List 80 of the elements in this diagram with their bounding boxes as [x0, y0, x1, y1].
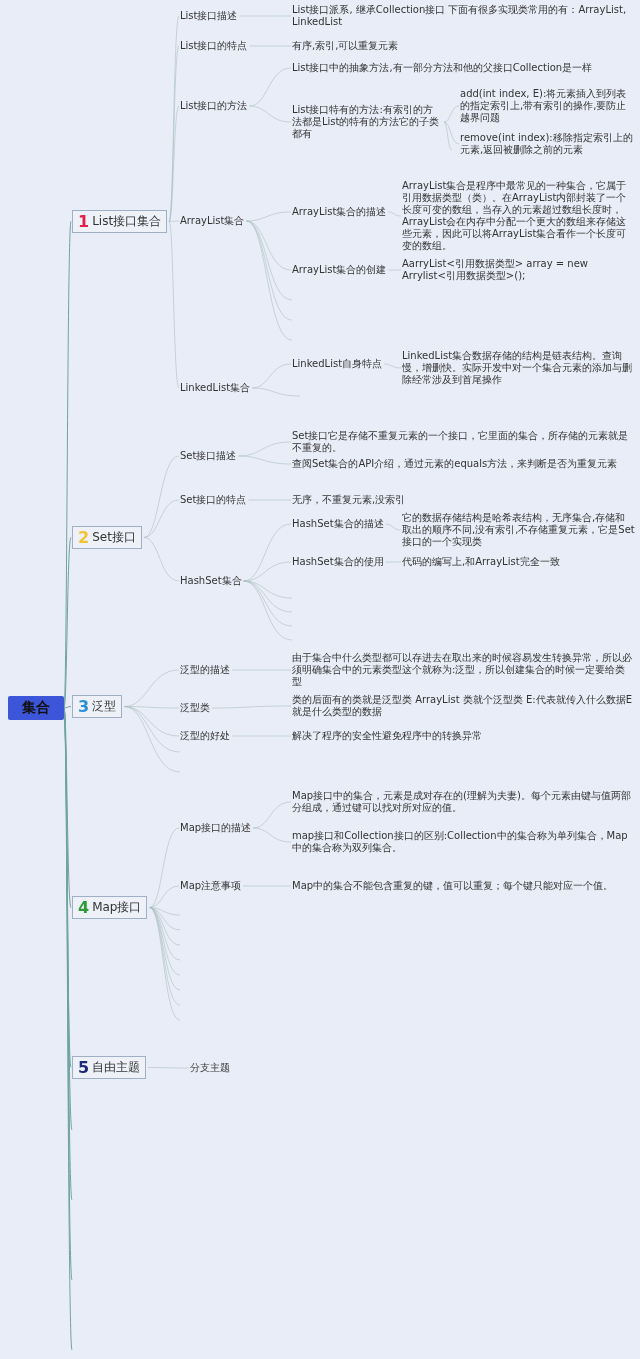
- branch-text: Set接口描述: [180, 450, 237, 462]
- branch-text: 分支主题: [190, 1062, 230, 1074]
- branch-text: 有序,索引,可以重复元素: [292, 40, 399, 52]
- branch-text: 泛型类: [180, 702, 210, 714]
- branch-text: List接口的特点: [180, 40, 248, 52]
- topic-number: 5: [78, 1059, 90, 1076]
- branch-text: 泛型的描述: [180, 664, 230, 676]
- topic-box: [72, 896, 148, 919]
- branch-text: 代码的编写上,和ArrayList完全一致: [402, 556, 560, 568]
- branch-text: 类的后面有的类就是泛型类 ArrayList 类就个泛型类 E:代表就传入什么数据E就是什么类型的数据: [292, 694, 635, 718]
- connector: [252, 801, 292, 829]
- branch-text: 解决了程序的安全性避免程序中的转换异常: [292, 730, 482, 742]
- branch-text: ArrayList集合的描述: [292, 206, 387, 218]
- root-box: 集合: [8, 696, 64, 720]
- branch-text: add(int index, E):将元素插入到列表的指定索引上,带有索引的操作,要防止越界问题: [460, 88, 635, 124]
- connector: [168, 221, 180, 389]
- branch-text: Map中的集合不能包含重复的键，值可以重复；每个键只能对应一个值。: [292, 880, 614, 892]
- branch-text: LinkedList自身特点: [292, 358, 383, 370]
- branch-text: AarryList<引用数据类型> array = new Arrylist<引用数据类型>();: [402, 258, 635, 282]
- branch-text: Map接口的描述: [180, 822, 252, 834]
- connector: [388, 211, 402, 217]
- topic-number: 3: [78, 698, 90, 715]
- connector: [385, 523, 402, 531]
- branch-text: map接口和Collection接口的区别:Collection中的集合称为单列集合，Map中的集合称为双列集合。: [292, 830, 635, 854]
- topic-box: [72, 1056, 147, 1079]
- topic-title: List接口集合: [92, 213, 162, 230]
- branch-text: List接口中的抽象方法,有一部分方法和他的父接口Collection是一样: [292, 62, 593, 74]
- connector: [147, 1067, 190, 1069]
- connector: [443, 121, 460, 145]
- branch-text: List接口派系, 继承Collection接口 下面有很多实现类常用的有：ArrayList, LinkedList: [292, 4, 635, 28]
- branch-text: HashSet集合的描述: [292, 518, 384, 530]
- branch-text: ArrayList集合的创建: [292, 264, 387, 276]
- topic-box: [72, 526, 142, 549]
- branch-text: 由于集合中什么类型都可以存进去在取出来的时候容易发生转换异常，所以必须明确集合中的元素类型这个就称为:泛型，所以创建集合的时候一定要给类型: [292, 652, 635, 688]
- branch-text: HashSet集合的使用: [292, 556, 384, 568]
- connector: [168, 105, 180, 222]
- connector: [238, 455, 292, 465]
- branch-text: Map接口中的集合，元素是成对存在的(理解为夫妻)。每个元素由键与值两部分组成，通过键可以找对所对应的值。: [292, 790, 635, 814]
- branch-text: Set接口的特点: [180, 494, 247, 506]
- branch-text: ArrayList集合: [180, 215, 245, 227]
- topic-box: [72, 695, 123, 718]
- branch-text: Set接口它是存储不重复元素的一个接口，它里面的集合，所存储的元素就是不重复的。: [292, 430, 635, 454]
- topic-number: 1: [78, 213, 90, 230]
- branch-text: LinkedList集合: [180, 382, 251, 394]
- connector: [149, 885, 180, 908]
- branch-text: List接口描述: [180, 10, 238, 22]
- connector: [249, 67, 292, 107]
- topic-title: 泛型: [92, 698, 117, 715]
- branch-text: HashSet集合: [180, 575, 242, 587]
- connector: [252, 827, 292, 843]
- connector: [238, 441, 292, 457]
- connector: [249, 105, 292, 123]
- connector: [143, 537, 180, 582]
- topic-title: Map接口: [92, 899, 142, 916]
- branch-text: 查阅Set集合的API介绍，通过元素的equals方法，来判断是否为重复元素: [292, 458, 618, 470]
- branch-text: 它的数据存储结构是哈希表结构，无序集合,存储和取出的顺序不同,没有索引,不存储重复元素，它是Set接口的一个实现类: [402, 512, 635, 548]
- connector: [63, 706, 72, 709]
- connector: [243, 561, 292, 582]
- branch-text: Map注意事项: [180, 880, 242, 892]
- branch-text: List接口特有的方法:有索引的方法都是List的特有的方法它的子类都有: [292, 104, 442, 140]
- topic-title: 自由主题: [92, 1059, 141, 1076]
- branch-text: List接口的方法: [180, 100, 248, 112]
- connector: [143, 499, 180, 538]
- topic-title: Set接口: [92, 529, 136, 546]
- branch-text: 泛型的好处: [180, 730, 230, 742]
- branch-text: ArrayList集合是程序中最常见的一种集合，它属于引用数据类型（类）。在ArrayList内部封装了一个长度可变的数组，当存入的元素超过数组长度时，ArrayList会在内存中分配一个更大的数组来存储这些元素，因此可以将ArrayList集合看作一个长度可变的数组。: [402, 180, 635, 252]
- connector: [63, 707, 72, 908]
- branch-text: 无序，不重复元素,没索引: [292, 494, 406, 506]
- topic-number: 4: [78, 899, 90, 916]
- connector: [246, 220, 292, 271]
- branch-text: LinkedList集合数据存储的结构是链表结构。查询慢，增删快。实际开发中对一个集合元素的添加与删除经常涉及到首尾操作: [402, 350, 635, 386]
- topic-box: [72, 210, 168, 233]
- connector: [383, 363, 402, 369]
- connector: [443, 105, 460, 123]
- connector: [63, 537, 72, 709]
- connector: [149, 827, 180, 908]
- topic-number: 2: [78, 529, 90, 546]
- connector: [246, 211, 292, 222]
- connector: [143, 455, 180, 538]
- branch-text: remove(int index):移除指定索引上的元素,返回被删除之前的元素: [460, 132, 635, 156]
